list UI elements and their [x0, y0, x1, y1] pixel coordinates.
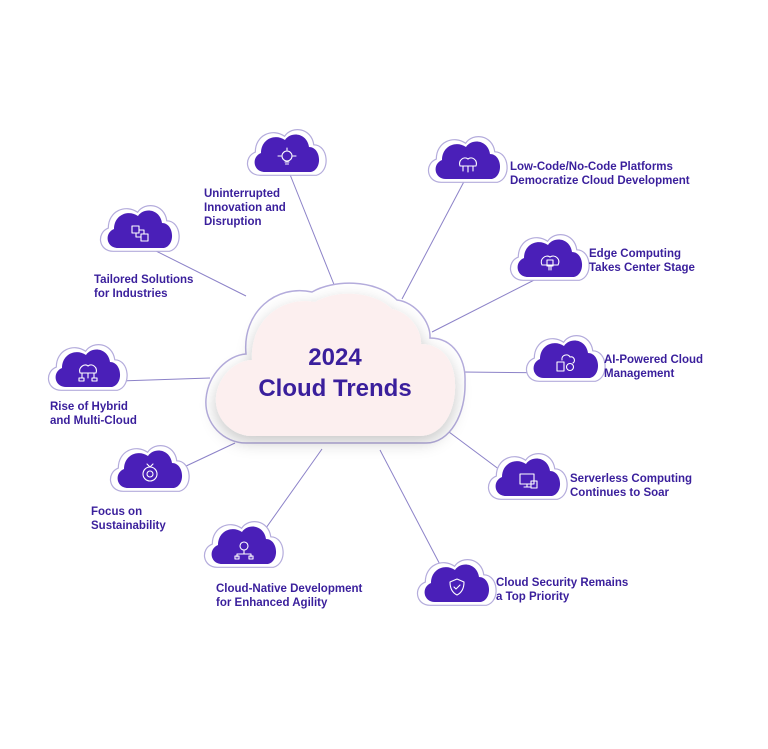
trend-label-edge-computing: Edge Computing Takes Center Stage: [589, 248, 695, 274]
connector-line: [286, 166, 338, 293]
node-cloud-fill: [211, 526, 277, 564]
hybrid-multicloud-icon: [78, 364, 98, 382]
trend-node: [510, 234, 590, 281]
center-heading: Cloud Trends: [258, 375, 412, 402]
node-cloud-fill: [517, 239, 583, 277]
trend-nodes: [48, 129, 606, 606]
central-cloud-body: [215, 293, 456, 436]
trend-node: [526, 335, 606, 382]
central-cloud: [205, 282, 466, 444]
node-cloud-fill: [117, 450, 183, 488]
center-title: 2024 Cloud Trends: [210, 342, 460, 404]
node-cloud-fill: [533, 340, 599, 378]
trend-label-sustainability: Focus on Sustainability: [91, 506, 166, 532]
trend-label-tailored: Tailored Solutions for Industries: [94, 274, 194, 300]
trend-node: [204, 521, 284, 568]
node-cloud-fill: [424, 564, 490, 602]
tailored-puzzle-icon: [131, 225, 149, 242]
connector-line: [431, 271, 551, 333]
trend-node: [428, 136, 508, 183]
node-cloud-fill: [495, 458, 561, 496]
node-cloud-fill: [107, 210, 173, 248]
cloud-shield-icon: [449, 578, 465, 596]
node-cloud-fill: [254, 134, 320, 172]
trend-label-low-code: Low-Code/No-Code Platforms Democratize C…: [510, 161, 690, 187]
trend-node: [100, 205, 180, 252]
innovation-bulb-gear-icon: [277, 147, 297, 165]
sustainability-target-icon: [142, 463, 158, 482]
trend-label-cloud-native: Cloud-Native Development for Enhanced Ag…: [216, 583, 363, 609]
serverless-monitor-icon: [519, 473, 538, 489]
connector-line: [401, 173, 469, 300]
node-cloud-fill: [55, 349, 121, 387]
cloud-network-icon: [459, 157, 477, 173]
node-cloud-fill: [435, 141, 501, 179]
cloud-chip-icon: [540, 255, 560, 271]
trend-node: [48, 344, 128, 391]
trend-label-innovation: Uninterrupted Innovation and Disruption: [204, 188, 286, 228]
trend-node: [417, 559, 497, 606]
trend-label-serverless: Serverless Computing Continues to Soar: [570, 473, 693, 499]
trend-node: [110, 445, 190, 492]
trend-label-ai-cloud: AI-Powered Cloud Management: [604, 354, 704, 380]
trend-label-security: Cloud Security Remains a Top Priority: [496, 577, 629, 603]
ai-cloud-server-icon: [556, 354, 575, 372]
trend-node: [488, 453, 568, 500]
trend-label-hybrid: Rise of Hybrid and Multi-Cloud: [50, 401, 137, 427]
trend-node: [247, 129, 327, 176]
cloud-native-gear-icon: [234, 541, 254, 560]
center-year: 2024: [308, 344, 362, 371]
